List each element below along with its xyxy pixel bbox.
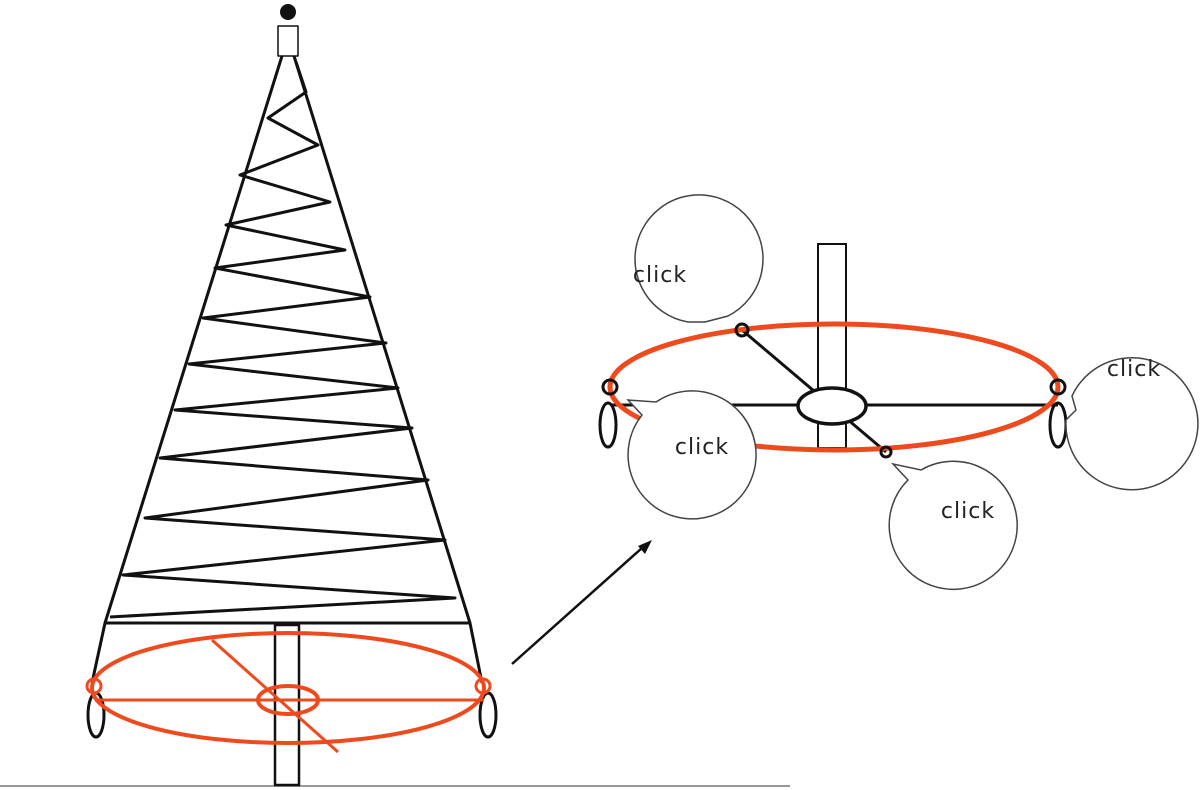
callout-bubble: click xyxy=(633,194,764,323)
tree-left-side xyxy=(90,55,284,684)
detail-left-hook xyxy=(598,401,618,449)
callout-text: click xyxy=(633,263,687,288)
tree xyxy=(86,4,498,787)
callout-text: click xyxy=(1107,357,1161,382)
tree-right-hook xyxy=(478,691,498,739)
detail-center-hub xyxy=(796,386,868,426)
detail-clip-top xyxy=(734,322,750,338)
tree-ring-center-hub xyxy=(256,684,320,716)
tree-ring xyxy=(85,631,492,754)
callout-text: click xyxy=(675,435,729,460)
callout-bubble: click xyxy=(1065,356,1199,491)
tree-ring-right-joint xyxy=(474,677,492,695)
detail-clip-right xyxy=(1049,378,1067,396)
tree-ring-ellipse xyxy=(90,631,486,745)
callout-bubble: click xyxy=(626,390,757,520)
ball-icon xyxy=(280,4,296,20)
detail-ring-ellipse xyxy=(607,321,1061,453)
tree-ring-left-joint xyxy=(85,677,103,695)
tree-top-cap xyxy=(277,25,299,57)
arrow-up-right-icon xyxy=(511,540,652,665)
detail-clip-bottom xyxy=(879,445,893,459)
callout-text: click xyxy=(941,499,995,524)
detail-clip-left xyxy=(601,378,619,396)
tree-spiral xyxy=(109,61,457,619)
detail-right-hook xyxy=(1048,401,1068,449)
callout-bubble: click xyxy=(888,460,1018,591)
tree-ring-diagonal-spoke xyxy=(211,638,339,754)
